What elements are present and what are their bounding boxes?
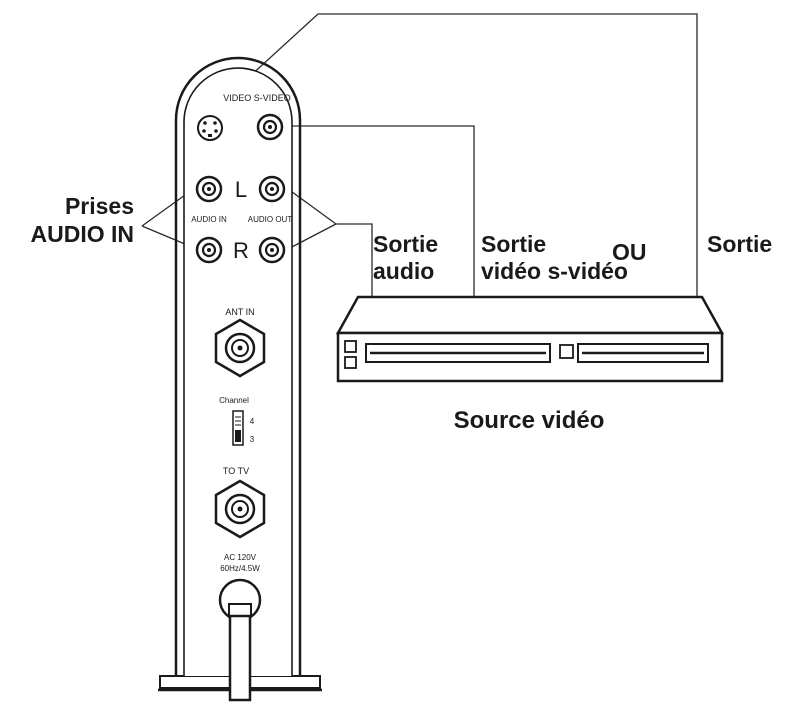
video-jack[interactable] <box>256 113 284 141</box>
source-top <box>335 295 725 335</box>
audio-out-right-jack[interactable] <box>258 236 286 264</box>
source-center-button[interactable] <box>559 344 574 359</box>
video-out-label-line2: vidéo s-vidéo <box>481 258 628 284</box>
audio-out-label-line1: Sortie <box>373 231 438 257</box>
device-body <box>174 56 302 676</box>
ant-in-connector[interactable] <box>214 318 266 378</box>
source-label: Source vidéo <box>454 407 605 434</box>
audio-out-device-label: AUDIO OUT <box>248 215 293 224</box>
to-tv-label: TO TV <box>223 466 249 476</box>
video-svideo-label: VIDEO S-VIDEO <box>223 93 291 103</box>
channel-3-label: 3 <box>250 435 255 444</box>
right-channel-label: R <box>233 238 249 263</box>
svideo-wire <box>212 13 698 297</box>
power-rating-line1: AC 120V <box>224 553 257 562</box>
audio-out-left-jack[interactable] <box>258 175 286 203</box>
svideo-out-label: Sortie <box>707 231 772 257</box>
svideo-jack[interactable] <box>197 115 223 141</box>
channel-4-label: 4 <box>250 417 255 426</box>
audio-in-jacks-label-line1: Prises <box>65 193 134 219</box>
ant-in-label: ANT IN <box>225 307 254 317</box>
audio-out-wire-left <box>287 188 337 225</box>
video-source-device <box>335 295 725 383</box>
audio-out-label-line2: audio <box>373 258 434 284</box>
to-tv-connector[interactable] <box>214 479 266 539</box>
channel-switch[interactable] <box>232 410 244 446</box>
video-out-label-line1: Sortie <box>481 231 546 257</box>
audio-in-jacks-label-line2: AUDIO IN <box>31 221 135 247</box>
audio-out-wire <box>336 223 373 297</box>
audio-in-left-jack[interactable] <box>195 175 223 203</box>
power-cord <box>218 578 262 702</box>
audio-in-right-jack[interactable] <box>195 236 223 264</box>
audio-in-device-label: AUDIO IN <box>191 215 227 224</box>
left-channel-label: L <box>235 177 247 202</box>
power-rating-line2: 60Hz/4.5W <box>220 564 260 573</box>
source-button-bottom[interactable] <box>344 356 357 369</box>
or-label: OU <box>612 239 647 265</box>
audio-out-wire-right <box>287 223 337 250</box>
rf-modulator: VIDEO S-VIDEO L AUDIO IN AUDIO OUT R <box>158 56 322 702</box>
video-wire <box>285 125 475 297</box>
source-button-top[interactable] <box>344 340 357 353</box>
channel-label: Channel <box>219 396 249 405</box>
